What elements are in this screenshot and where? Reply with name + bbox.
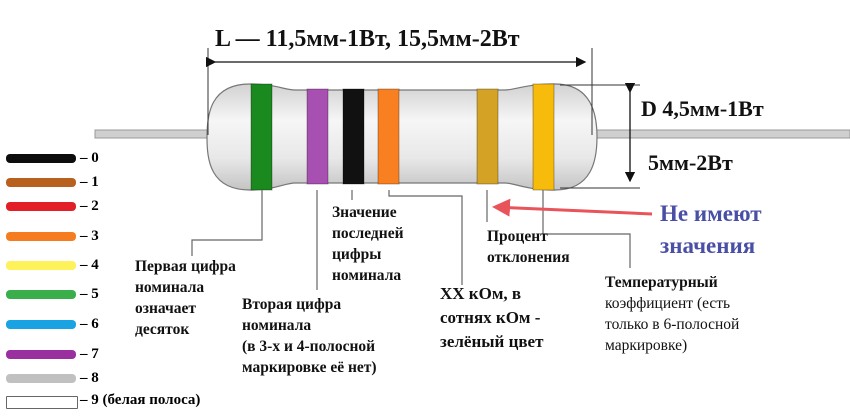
red-pointer-arrow <box>492 198 653 217</box>
legend-digit-label: – 8 <box>80 370 99 386</box>
color-band <box>532 83 555 191</box>
no-meaning-line: значения <box>660 233 756 258</box>
no-meaning-line: Не имеют <box>660 201 762 226</box>
left-lead <box>94 129 216 139</box>
legend-color-swatch <box>6 350 76 359</box>
resistor-body <box>206 83 598 191</box>
legend-digit-label: – 5 <box>80 286 99 302</box>
legend-color-swatch <box>6 396 78 409</box>
legend-digit-label: – 3 <box>80 228 99 244</box>
color-band <box>342 88 365 185</box>
legend-digit-label: – 0 <box>80 150 99 166</box>
legend-color-swatch <box>6 320 76 329</box>
legend-digit-label: – 1 <box>80 174 99 190</box>
legend-color-swatch <box>6 374 76 383</box>
legend-color-swatch <box>6 154 76 163</box>
legend-color-swatch <box>6 232 76 241</box>
legend-digit-label: – 2 <box>80 198 99 214</box>
legend-color-swatch <box>6 202 76 211</box>
legend-digit-label: – 9 (белая полоса) <box>80 392 201 408</box>
color-band <box>306 88 329 185</box>
legend-color-swatch <box>6 178 76 187</box>
legend-color-swatch <box>6 261 76 270</box>
legend-digit-label: – 4 <box>80 257 99 273</box>
no-meaning-label: Не имеют значения <box>660 198 762 262</box>
length-label: L — 11,5мм-1Вт, 15,5мм-2Вт <box>215 26 520 52</box>
legend-digit-label: – 7 <box>80 346 99 362</box>
color-band <box>476 88 499 185</box>
legend-color-swatch <box>6 290 76 299</box>
diameter-label-1w: D 4,5мм-1Вт <box>641 96 764 121</box>
color-band <box>250 83 273 191</box>
diameter-label-2w: 5мм-2Вт <box>648 150 733 175</box>
right-lead <box>589 129 850 139</box>
color-band <box>377 88 400 185</box>
legend-digit-label: – 6 <box>80 316 99 332</box>
